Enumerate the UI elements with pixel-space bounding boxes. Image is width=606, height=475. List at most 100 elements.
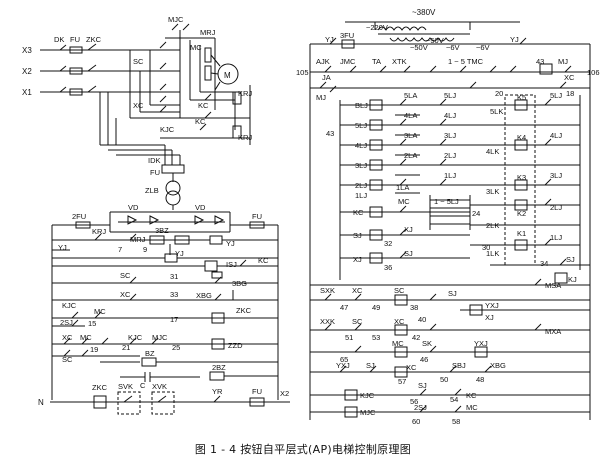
label-kc-m1: KC xyxy=(198,101,209,110)
motor-label: M xyxy=(224,71,231,80)
node-105: 105 xyxy=(296,68,309,77)
figure-caption: 图 1 - 4 按钮自平层式(AP)电梯控制原理图 xyxy=(194,443,412,456)
label-n: N xyxy=(38,398,44,407)
label-xbg: XBG xyxy=(196,291,212,300)
label-5lk: 5LK xyxy=(490,107,503,116)
label-3lj-b: 3LJ xyxy=(444,131,456,140)
label-msa: MSA xyxy=(545,281,561,290)
label-x2: X2 xyxy=(22,67,32,76)
label-fu-l: FU xyxy=(252,212,262,221)
label-tmc: 1 ~ 5 TMC xyxy=(448,57,484,66)
node-18: 18 xyxy=(566,89,574,98)
node-58: 58 xyxy=(452,417,460,426)
label-kjc-l: KJC xyxy=(62,301,77,310)
label-yr: YR xyxy=(212,387,223,396)
node-38: 38 xyxy=(410,303,418,312)
label-k5: K5 xyxy=(517,93,526,102)
label-yxj: YXJ xyxy=(485,301,499,310)
node-21: 21 xyxy=(122,343,130,352)
node-15: 15 xyxy=(88,319,96,328)
label-xc-r: XC xyxy=(564,73,575,82)
label-mrj-l: MRJ xyxy=(130,235,146,244)
label-xtk: XTK xyxy=(392,57,407,66)
label-xc-l: XC xyxy=(120,290,131,299)
label-sj-r3: SJ xyxy=(566,255,575,264)
node-51: 51 xyxy=(345,333,353,342)
node-19: 19 xyxy=(90,345,98,354)
label-mc-r3: MC xyxy=(466,403,478,412)
label-yj-l: YJ xyxy=(226,239,235,248)
label-sc-r2: SC xyxy=(352,317,363,326)
label-2la: 2LA xyxy=(404,151,417,160)
label-krj: KRJ xyxy=(238,89,252,98)
label-sj-r4: SJ xyxy=(448,289,457,298)
node-50: 50 xyxy=(440,375,448,384)
label-5lj-c: 5LJ xyxy=(550,91,562,100)
label-zkc-l: ZKC xyxy=(236,306,252,315)
label-3fu: 3FU xyxy=(340,31,354,40)
node-47: 47 xyxy=(340,303,348,312)
label-sk: SK xyxy=(422,339,432,348)
label-2sj-r: 2SJ xyxy=(414,403,427,412)
label-fu-b: FU xyxy=(252,387,262,396)
node-33: 33 xyxy=(170,290,178,299)
label-kj: KJ xyxy=(568,275,577,284)
label-mjc: MJC xyxy=(168,15,184,24)
node-57: 57 xyxy=(398,377,406,386)
node-65: 65 xyxy=(340,355,348,364)
node-42: 42 xyxy=(412,333,420,342)
label-sxk: SXK xyxy=(320,286,335,295)
label-5lj-b: 5LJ xyxy=(444,91,456,100)
label-50v-a: ~50V xyxy=(410,43,428,52)
label-kc-r2: KC xyxy=(466,391,477,400)
label-xbg-r: XBG xyxy=(490,361,506,370)
label-mc: MC xyxy=(190,43,202,52)
label-xj-r: XJ xyxy=(404,225,413,234)
node-24: 24 xyxy=(472,209,480,218)
label-fu-top: FU xyxy=(70,35,80,44)
label-x2-b: X2 xyxy=(280,389,289,398)
label-3lj-c: 3LJ xyxy=(550,171,562,180)
label-kjc-m: KJC xyxy=(160,125,175,134)
node-56: 56 xyxy=(410,397,418,406)
label-2sj: 2SJ xyxy=(60,318,73,327)
label-4lj: 4LJ xyxy=(355,141,367,150)
label-5la: 5LA xyxy=(404,91,417,100)
label-6v-b: ~6V xyxy=(476,43,490,52)
label-mc-r2: MC xyxy=(392,339,404,348)
node-9: 9 xyxy=(143,245,147,254)
label-ja: JA xyxy=(322,73,331,82)
label-yxj3: YXJ xyxy=(336,361,350,370)
label-zkc-b: ZKC xyxy=(92,383,108,392)
label-3lj: 3LJ xyxy=(355,161,367,170)
label-xc-r4: XC xyxy=(406,363,417,372)
node-43: 43 xyxy=(536,57,544,66)
label-k4: K4 xyxy=(517,133,526,142)
label-mjc-r: MJC xyxy=(360,408,376,417)
label-220v: ~220V xyxy=(366,23,388,32)
label-fu-tr: FU xyxy=(150,168,160,177)
label-isj: ISJ xyxy=(226,260,237,269)
node-49: 49 xyxy=(372,303,380,312)
label-mj2: MJ xyxy=(316,93,326,102)
label-mc-l: MC xyxy=(94,307,106,316)
label-krj-l: KRJ xyxy=(92,227,106,236)
label-dk: DK xyxy=(54,35,64,44)
label-5lj: 5LJ xyxy=(355,121,367,130)
label-xvk: XVK xyxy=(152,382,167,391)
node-34: 34 xyxy=(540,259,548,268)
label-sj-r: SJ xyxy=(353,231,362,240)
node-17: 17 xyxy=(170,315,178,324)
label-sj-r2: SJ xyxy=(404,249,413,258)
label-3bg: 3BG xyxy=(232,279,247,288)
node-53: 53 xyxy=(372,333,380,342)
label-sc-r: SC xyxy=(394,286,405,295)
label-yj-l2: YJ xyxy=(58,243,67,252)
label-sc-main: SC xyxy=(133,57,144,66)
node-30: 30 xyxy=(482,243,490,252)
label-blj: BLJ xyxy=(355,101,368,110)
node-43-l: 43 xyxy=(326,129,334,138)
node-31: 31 xyxy=(170,272,178,281)
label-mjc-l: MJC xyxy=(152,333,168,342)
node-36: 36 xyxy=(384,263,392,272)
